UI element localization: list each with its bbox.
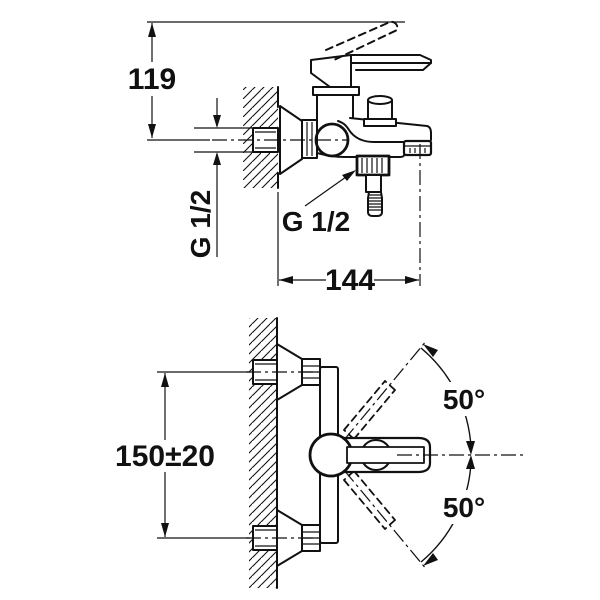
body-fill: [316, 95, 354, 122]
diverter-knob: [363, 95, 397, 127]
handle-swing-upper-dashed: [343, 339, 428, 441]
spout-top: [349, 117, 432, 141]
arrow-lower-bottom: [423, 553, 438, 566]
lever-raised-dashed: [325, 20, 399, 61]
body-underside-right: [388, 154, 405, 158]
dim-119-label: 119: [128, 63, 176, 96]
spout-bottom: [337, 120, 429, 143]
leader-arrow: [342, 170, 356, 181]
g12-wall-label: G 1/2: [185, 190, 216, 258]
arrow-down: [161, 523, 169, 537]
handle-swing-lower-dashed: [343, 469, 428, 571]
pipe-threads: [255, 131, 276, 149]
arrow-up: [161, 373, 169, 387]
body-step: [312, 86, 360, 96]
g12-shower-label: G 1/2: [282, 206, 350, 237]
angle-lower-label: 50°: [443, 492, 485, 523]
knob-top: [367, 95, 393, 105]
arrow-to-bottom: [213, 152, 221, 165]
arrow-down: [148, 124, 156, 138]
ext-lines: [157, 371, 250, 539]
nut-ridges: [306, 122, 313, 156]
arrow-to-top: [213, 115, 221, 128]
shower-outlet: [355, 154, 391, 217]
tail-threads: [368, 194, 382, 211]
text-mask: [126, 62, 178, 96]
knob-flange: [363, 118, 397, 127]
swing-axis: [343, 339, 428, 441]
arrow-right: [405, 276, 419, 284]
swing-axis: [343, 469, 428, 571]
lever-blade: [350, 54, 432, 64]
angle-arcs: 50° 50°: [420, 344, 492, 566]
arrow-upper-bottom: [466, 441, 475, 455]
angle-upper-label: 50°: [443, 384, 485, 415]
aerator-teeth: [409, 148, 426, 153]
text-mask-upper: [438, 382, 492, 416]
handle-lever: [346, 446, 425, 464]
text-mask: [110, 440, 220, 472]
body-underside-left: [316, 152, 358, 158]
collar-ridges: [361, 158, 383, 173]
pipe-threads: [255, 363, 276, 381]
pipe-threads: [255, 529, 276, 547]
label-g12-shower: G 1/2: [282, 170, 356, 237]
dim-g12-wall: G 1/2: [185, 98, 252, 258]
handle-base: [310, 54, 352, 88]
dim-150-label: 150±20: [115, 440, 215, 473]
valve-body: [308, 432, 354, 478]
body-column: [316, 94, 354, 127]
ext-lines: [194, 127, 252, 153]
dim-144-label: 144: [325, 264, 375, 297]
arrow-left: [279, 276, 293, 284]
faucet-plan: [308, 432, 432, 478]
dim-144: 144: [277, 192, 419, 297]
text-mask: [326, 265, 374, 295]
dim-119: 119: [126, 21, 405, 141]
arrow-lower-top: [466, 455, 475, 469]
knob-sides: [367, 99, 393, 120]
dim-150: 150±20: [110, 371, 250, 539]
hose-nipple: [365, 174, 382, 193]
plan-view: 50° 50° 150±20: [110, 317, 523, 589]
side-view: 119 G 1/2 G 1/2 144: [126, 20, 433, 297]
knob-fill: [368, 100, 392, 119]
arrow-upper-top: [423, 344, 438, 357]
lever-underside: [355, 62, 432, 71]
faucet-body-side: [310, 20, 433, 217]
arrow-up: [148, 23, 156, 37]
aerator: [402, 139, 433, 157]
text-mask-lower: [438, 490, 492, 524]
